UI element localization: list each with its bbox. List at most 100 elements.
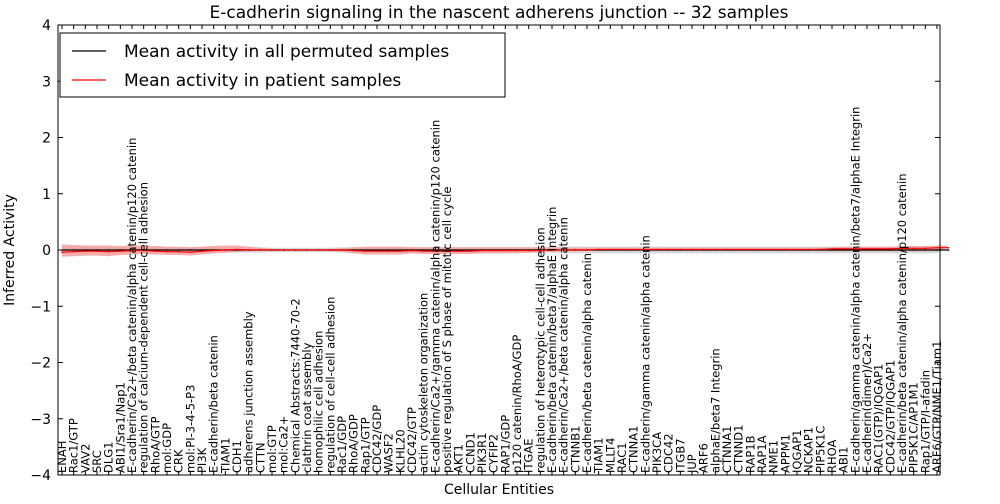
- x-tick-label-73: PIP5K1C/AP1M1: [907, 382, 921, 473]
- x-tick-label-45: E-cadherin/beta catenin/alpha catenin: [580, 253, 594, 473]
- data-point-1-45: [586, 249, 588, 251]
- x-tick-label-46: TIAM1: [592, 437, 606, 474]
- data-point-1-70: [877, 248, 880, 250]
- x-tick-label-15: CDH1: [230, 440, 244, 473]
- x-tick-label-63: IQGAP1: [790, 430, 804, 473]
- x-tick-label-23: regulation of cell-cell adhesion: [323, 297, 337, 473]
- x-tick-label-58: CTNND1: [732, 425, 746, 473]
- x-tick-label-47: MLLT4: [603, 438, 617, 474]
- x-tick-label-66: RHOA: [825, 440, 839, 473]
- x-tick-label-22: homophilic cell adhesion: [312, 331, 326, 473]
- chart-title: E-cadherin signaling in the nascent adhe…: [210, 3, 789, 23]
- x-tick-label-32: E-cadherin/Ca2+/gamma catenin/alpha cate…: [428, 120, 442, 473]
- data-point-0-10: [177, 249, 180, 251]
- x-tick-label-43: E-cadherin/Ca2+/beta catenin/alpha caten…: [557, 217, 571, 473]
- data-point-0-66: [831, 249, 833, 251]
- data-point-1-44: [574, 249, 577, 251]
- x-tick-label-7: regulation of calcium-dependent cell-cel…: [137, 182, 151, 473]
- x-tick-label-29: KLHL20: [393, 429, 407, 473]
- data-point-1-69: [866, 248, 868, 250]
- plot-content: [58, 244, 950, 257]
- data-point-0-74: [924, 249, 927, 251]
- data-point-1-9: [166, 250, 168, 253]
- x-tick-label-64: NCKAP1: [802, 427, 816, 473]
- data-point-1-35: [469, 250, 472, 252]
- data-point-1-27: [376, 250, 378, 252]
- data-point-1-1: [72, 250, 75, 253]
- data-point-1-30: [411, 249, 413, 252]
- x-tick-label-1: Rac1/GTP: [67, 418, 81, 473]
- data-point-1-8: [154, 250, 157, 252]
- x-tick-label-41: regulation of heterotypic cell-cell adhe…: [533, 227, 547, 473]
- data-point-1-32: [434, 250, 437, 252]
- y-tick-label-6: −2: [30, 356, 51, 372]
- data-point-1-20: [294, 249, 297, 251]
- y-tick-label-8: −4: [30, 468, 51, 484]
- x-tick-label-56: alphaE/beta7 Integrin: [708, 348, 722, 473]
- x-tick-label-19: mol:Ca2+: [277, 416, 291, 473]
- data-point-1-42: [551, 249, 553, 251]
- x-tick-label-67: ABI1: [837, 447, 851, 473]
- x-tick-label-55: ARF6: [697, 443, 711, 473]
- data-point-1-53: [679, 248, 682, 251]
- data-point-0-31: [422, 249, 425, 251]
- data-point-1-59: [749, 248, 752, 251]
- x-tick-label-50: E-cadherin/gamma catenin/alpha catenin: [638, 235, 652, 473]
- data-point-1-16: [247, 249, 250, 251]
- legend: Mean activity in all permuted samples Me…: [59, 32, 506, 98]
- x-axis-label: Cellular Entities: [444, 482, 554, 498]
- y-tick-label-2: 2: [42, 131, 51, 147]
- x-tick-label-68: E-cadherin/gamma catenin/alpha catenin/b…: [848, 107, 862, 473]
- x-tick-label-4: DLG1: [102, 442, 116, 474]
- data-point-0-73: [912, 249, 915, 251]
- y-tick-label-1: 3: [42, 74, 51, 90]
- data-point-0-27: [376, 249, 378, 251]
- data-point-0-26: [364, 249, 367, 251]
- x-tick-label-40: ITGAE: [522, 439, 536, 473]
- x-tick-label-30: CDC42/GTP: [405, 407, 419, 473]
- data-point-0-3: [96, 249, 98, 251]
- x-tick-label-34: AKT1: [452, 444, 466, 473]
- data-point-1-50: [644, 248, 647, 251]
- x-tick-label-60: RAP1A: [755, 435, 769, 473]
- data-point-1-25: [352, 249, 355, 252]
- data-point-1-36: [481, 249, 483, 252]
- legend-label-permuted: Mean activity in all permuted samples: [124, 42, 449, 62]
- x-tick-label-18: mol:GTP: [265, 425, 279, 473]
- x-tick-label-13: E-cadherin/beta catenin: [207, 335, 221, 473]
- y-tick-label-5: −1: [30, 299, 51, 315]
- x-tick-label-49: CTNNA1: [627, 426, 641, 473]
- data-point-0-71: [889, 249, 892, 251]
- x-tick-label-74: Rap1/GTP/I-afadin: [918, 370, 932, 473]
- x-tick-label-25: RhoA/GDP: [347, 414, 361, 473]
- legend-box: [59, 32, 506, 98]
- data-point-1-47: [609, 248, 612, 251]
- x-tick-label-26: Rap1/GTP: [358, 417, 372, 473]
- x-tick-label-57: CTNNA1: [720, 426, 734, 473]
- data-point-1-71: [889, 248, 892, 250]
- data-point-0-29: [399, 249, 402, 251]
- data-point-1-31: [422, 250, 425, 252]
- y-tick-label-4: 0: [42, 243, 51, 259]
- x-tick-label-44: CTNNB1: [568, 426, 582, 473]
- y-tick-label-3: 1: [42, 187, 51, 203]
- data-point-1-14: [224, 249, 227, 251]
- y-tick-label-7: −3: [30, 412, 51, 428]
- data-point-0-12: [201, 249, 203, 251]
- x-tick-label-2: VAV2: [78, 444, 92, 473]
- data-point-1-43: [562, 249, 565, 251]
- x-tick-label-17: CTTN: [253, 443, 267, 473]
- x-tick-label-61: NME1: [767, 440, 781, 473]
- data-point-0-8: [154, 249, 157, 251]
- data-point-1-11: [189, 251, 192, 254]
- data-point-0-2: [84, 249, 87, 251]
- data-point-1-40: [527, 249, 530, 252]
- x-tick-label-69: E-cadherin(dimer)/Ca2+: [860, 333, 874, 473]
- data-point-1-5: [119, 250, 122, 252]
- x-tick-label-75: ARF6/GTP/NME1/Tiam1: [930, 341, 944, 473]
- data-point-1-63: [796, 248, 798, 251]
- x-tick-label-21: clathrin coat assembly: [300, 342, 314, 473]
- data-point-0-72: [901, 249, 903, 251]
